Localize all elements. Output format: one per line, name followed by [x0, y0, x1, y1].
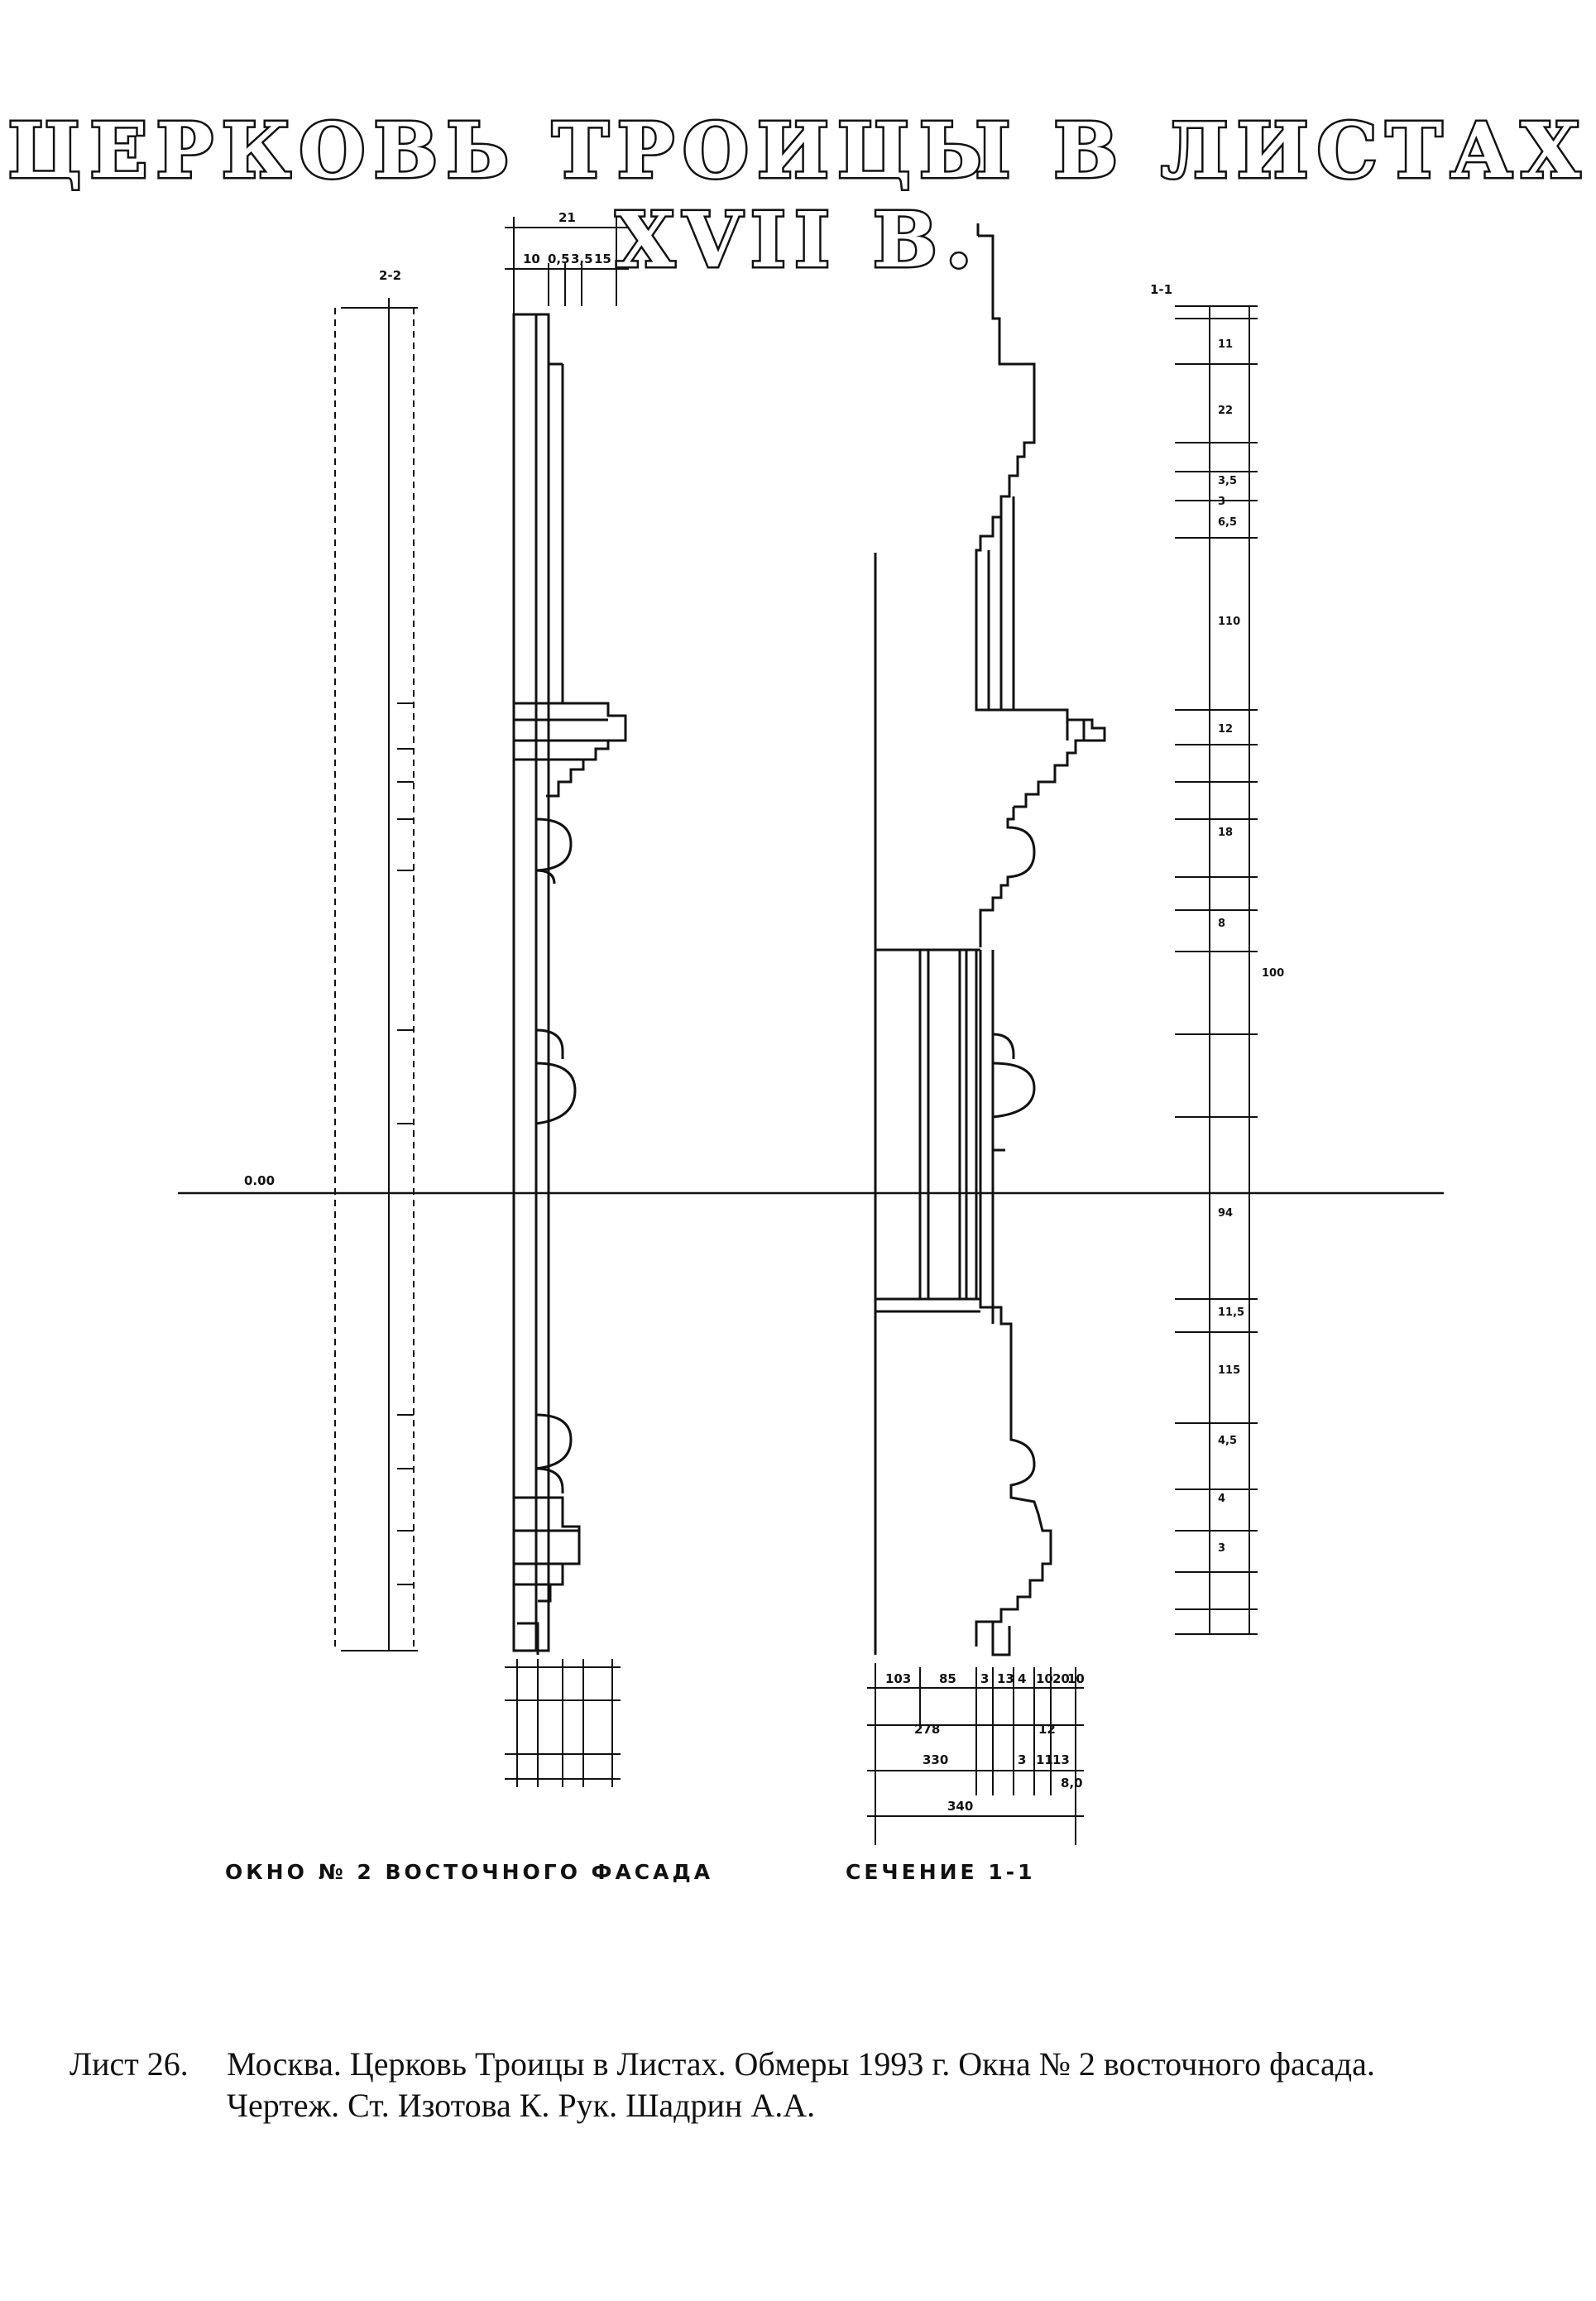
right-vertical-labels: 11 22 3,5 3 6,5 110 12 18 8 100 94 11,5 … — [1218, 338, 1284, 1555]
bottom-dim-2: 3 — [980, 1671, 989, 1686]
bottom-dim-13: 13 — [1052, 1752, 1070, 1767]
window-label: ОКНО № 2 ВОСТОЧНОГО ФАСАДА — [225, 1860, 714, 1884]
rv-label-7: 12 — [1218, 723, 1233, 736]
rv-label-25: 4 — [1218, 1493, 1225, 1505]
rv-label-12: 18 — [1218, 827, 1233, 839]
rv-label-4: 6,5 — [1218, 516, 1237, 529]
rv-label-6: 110 — [1218, 616, 1240, 628]
bottom-dim-5: 10 — [1036, 1671, 1053, 1686]
sheet-title: ЦЕРКОВЬ ТРОИЦЫ В ЛИСТАХ XVII В. — [6, 104, 1589, 287]
rv-label-1: 22 — [1218, 405, 1233, 417]
caption-text: Москва. Церковь Троицы в Листах. Обмеры … — [227, 2045, 1375, 2124]
bottom-dim-9: 12 — [1038, 1722, 1056, 1737]
left-bottom-dimensions — [505, 1659, 621, 1787]
section-profile — [874, 223, 1106, 1656]
right-bottom-dimensions — [867, 1663, 1084, 1845]
bottom-dim-0: 103 — [885, 1671, 911, 1686]
rv-label-21: 11,5 — [1218, 1306, 1244, 1319]
bottom-dim-10: 330 — [923, 1752, 948, 1767]
top-dim-3: 3,5 — [571, 252, 593, 266]
bottom-dim-6: 20 — [1052, 1671, 1070, 1686]
bottom-dim-12: 11 — [1036, 1752, 1053, 1767]
caption-number: Лист 26. — [69, 2045, 189, 2083]
section-label-left: 2-2 — [379, 268, 401, 283]
rv-label-18: 100 — [1262, 967, 1284, 980]
top-dim-0: 21 — [558, 210, 576, 225]
top-dim-2: 0,5 — [548, 252, 570, 266]
right-dimension-chain — [1175, 305, 1258, 1635]
bottom-dim-15: 340 — [947, 1799, 973, 1814]
bottom-dim-1: 85 — [939, 1671, 956, 1686]
left-top-dimensions — [505, 217, 629, 314]
rv-label-22: 115 — [1218, 1364, 1240, 1377]
level-mark: 0.00 — [244, 1173, 275, 1188]
rv-label-23: 4,5 — [1218, 1435, 1237, 1447]
rv-label-17: 8 — [1218, 918, 1225, 930]
rv-label-2: 3,5 — [1218, 475, 1237, 487]
architectural-drawing: 2-2 1-1 0.00 21 10 0,5 3,5 15 103 85 3 1… — [178, 210, 1444, 1845]
rv-label-29: 3 — [1218, 1542, 1225, 1555]
rv-label-3: 3 — [1218, 496, 1225, 508]
top-dim-1: 10 — [523, 252, 540, 266]
left-dimension-chain — [334, 298, 418, 1651]
bottom-dim-8: 278 — [914, 1722, 940, 1737]
bottom-dim-7: 10 — [1067, 1671, 1085, 1686]
window-elevation — [512, 313, 627, 1655]
bottom-dim-3: 13 — [997, 1671, 1014, 1686]
top-dim-4: 15 — [594, 252, 611, 266]
rv-label-0: 11 — [1218, 338, 1233, 351]
bottom-dim-11: 3 — [1018, 1752, 1026, 1767]
bottom-dim-14: 8,0 — [1061, 1776, 1083, 1790]
section-label-right: 1-1 — [1150, 282, 1172, 297]
section-label: СЕЧЕНИЕ 1-1 — [846, 1860, 1036, 1884]
bottom-dim-4: 4 — [1018, 1671, 1026, 1686]
rv-label-19: 94 — [1218, 1207, 1233, 1220]
